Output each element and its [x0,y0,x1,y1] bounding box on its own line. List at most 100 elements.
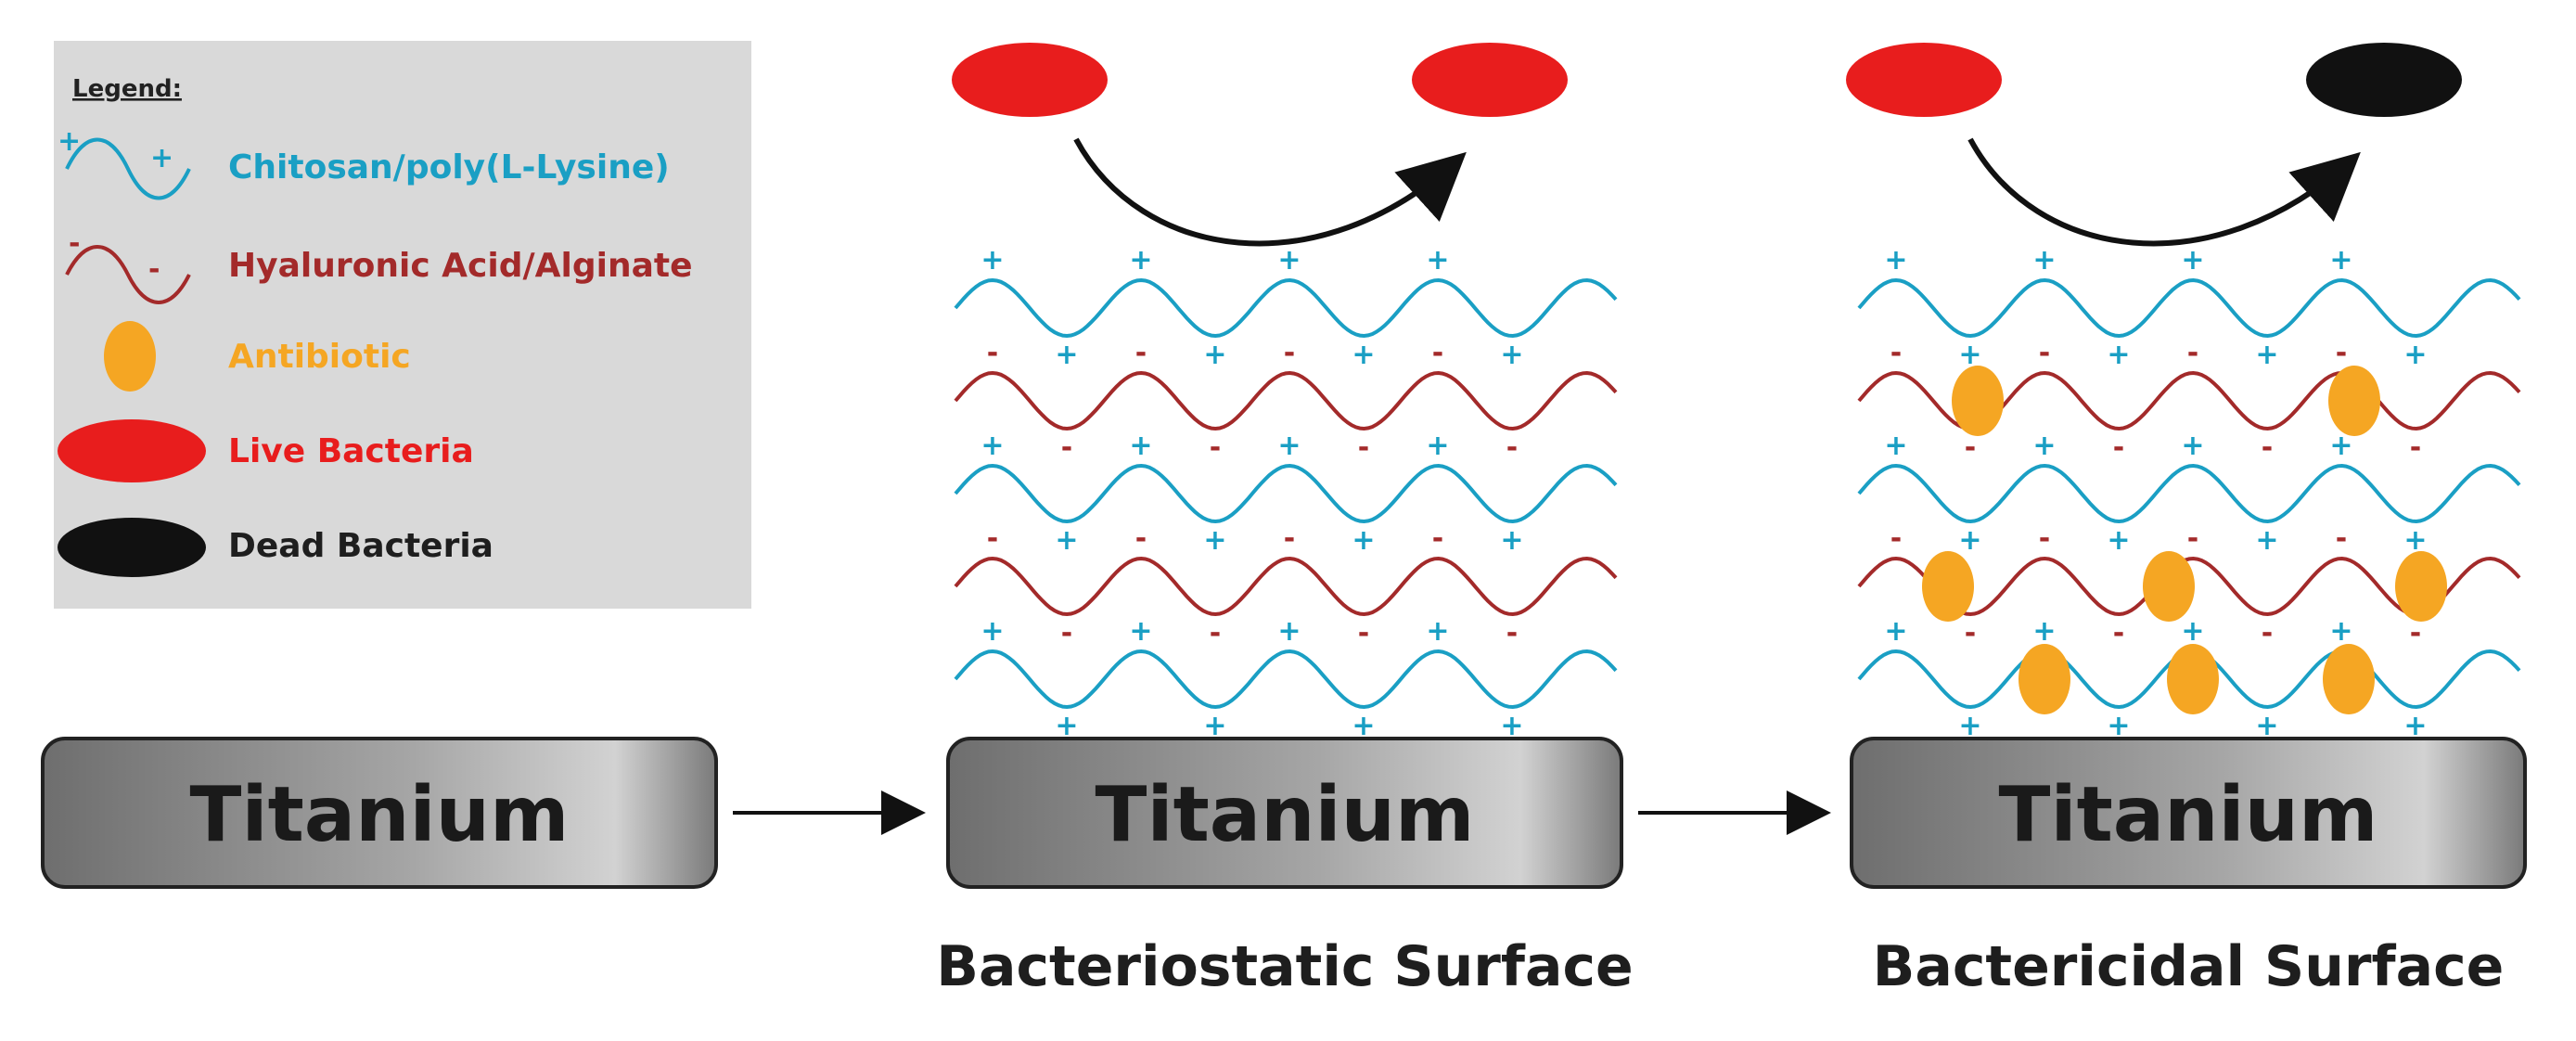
minus-sign: - [1358,431,1369,464]
minus-sign: - [2039,337,2050,369]
minus-sign: - [2187,337,2198,369]
antibiotic-icon [1922,551,1974,622]
plus-sign: + [2403,339,2427,371]
plus-sign: + [2255,339,2278,371]
caption-bacteriostatic: Bacteriostatic Surface [936,934,1634,999]
legend-plus-sign: + [150,142,173,174]
plus-sign: + [1352,524,1375,557]
dead-bacteria-icon [58,518,206,577]
legend-label-antibiotic: Antibiotic [228,338,411,376]
polycation-layer [1857,277,2521,339]
plus-sign: + [2032,430,2056,462]
legend-title: Legend: [72,75,182,103]
minus-sign: - [2262,431,2273,464]
minus-sign: - [2113,431,2124,464]
minus-sign: - [1284,337,1295,369]
antibiotic-icon [1952,366,2004,436]
plus-sign: + [1203,339,1226,371]
polycation-layer [1857,463,2521,524]
live-bacteria-icon [952,43,1108,117]
curved-arrow-icon [1073,137,1467,247]
plus-sign: + [1352,339,1375,371]
antibiotic-icon [2323,644,2375,714]
plus-sign: + [1277,430,1301,462]
plus-sign: + [1884,244,1907,276]
plus-sign: + [1129,244,1152,276]
plus-sign: + [2329,244,2352,276]
curved-arrow-icon [1967,137,2361,247]
antibiotic-icon [2328,366,2380,436]
plus-sign: + [1055,339,1078,371]
plus-sign: + [1129,615,1152,648]
live-bacteria-icon [58,419,206,482]
plus-sign: + [980,615,1004,648]
live-bacteria-icon [1846,43,2002,117]
minus-sign: - [1061,431,1072,464]
minus-sign: - [2410,617,2421,649]
minus-sign: - [1965,431,1976,464]
plus-sign: + [2107,524,2130,557]
plus-sign: + [1277,244,1301,276]
plus-sign: + [1884,430,1907,462]
polycation-layer [954,277,1618,339]
plus-sign: + [980,244,1004,276]
plus-sign: + [2181,244,2204,276]
plus-sign: + [1426,430,1449,462]
legend-polycation-icon: + + [58,125,191,200]
legend-label-live-bacteria: Live Bacteria [228,432,474,470]
plus-sign: + [2181,430,2204,462]
plus-sign: + [1884,615,1907,648]
plus-sign: + [980,430,1004,462]
minus-sign: - [987,337,998,369]
titanium-label: Titanium [190,771,570,859]
minus-sign: - [1965,617,1976,649]
minus-sign: - [2336,522,2347,555]
titanium-block-shape [1850,737,2527,889]
dead-bacteria-icon [2306,43,2462,117]
minus-sign: - [1432,337,1443,369]
multilayer-film-bactericidal: ++++++++--------++++++++--------++++++++ [1857,244,2521,742]
titanium-label: Titanium [1096,771,1475,859]
plus-sign: + [2255,524,2278,557]
minus-sign: - [1432,522,1443,555]
legend-minus-sign: - [69,227,80,260]
legend-minus-sign: - [148,253,160,286]
minus-sign: - [1506,431,1518,464]
antibiotic-icon [2143,551,2195,622]
plus-sign: + [1055,524,1078,557]
live-bacteria-icon [1412,43,1568,117]
polycation-layer [954,463,1618,524]
minus-sign: - [1135,337,1147,369]
antibiotic-icon [2395,551,2447,622]
legend-label-polyanion: Hyaluronic Acid/Alginate [228,247,693,285]
minus-sign: - [2336,337,2347,369]
polyanion-layer [954,370,1618,431]
plus-sign: + [2107,339,2130,371]
titanium-block-bactericidal: Titanium [1850,737,2527,889]
plus-sign: + [1277,615,1301,648]
minus-sign: - [1890,337,1902,369]
plus-sign: + [1500,339,1523,371]
plus-sign: + [2329,615,2352,648]
minus-sign: - [2113,617,2124,649]
plus-sign: + [1129,430,1152,462]
multilayer-film-bacteriostatic: ++++++++--------++++++++--------++++++++ [954,244,1618,742]
plus-sign: + [2032,615,2056,648]
caption-bactericidal: Bactericidal Surface [1873,934,2505,999]
minus-sign: - [2187,522,2198,555]
minus-sign: - [1506,617,1518,649]
minus-sign: - [2039,522,2050,555]
plus-sign: + [1426,244,1449,276]
titanium-block-shape [946,737,1623,889]
minus-sign: - [1890,522,1902,555]
antibiotic-icon [2019,644,2070,714]
bacteriostatic-transition [952,43,1568,247]
polycation-layer [954,649,1618,710]
minus-sign: - [2262,617,2273,649]
minus-sign: - [1210,617,1221,649]
plus-sign: + [1500,524,1523,557]
plus-sign: + [2032,244,2056,276]
titanium-block-shape [41,737,718,889]
